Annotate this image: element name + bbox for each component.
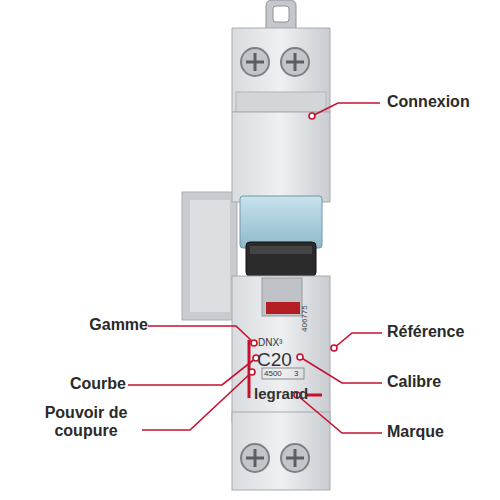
- breaker-body: [232, 112, 330, 202]
- on-indicator: [266, 302, 300, 314]
- reference-marking: 406775: [300, 282, 309, 332]
- transparent-cover: [240, 196, 322, 248]
- callout-label: Marque: [387, 423, 497, 441]
- screw: [241, 48, 269, 76]
- din-rail-face: [190, 200, 230, 312]
- class-marking: 3: [294, 369, 304, 378]
- terminal-block: [232, 412, 330, 490]
- range-marking: DNX³: [258, 337, 298, 349]
- callout-label: Gamme: [50, 316, 148, 334]
- brand-marking: legrand: [254, 385, 314, 402]
- din-rail: [182, 192, 237, 320]
- front-face: [232, 276, 330, 422]
- screw: [241, 444, 269, 472]
- terminal-slot: [236, 92, 326, 112]
- hanger-hole: [273, 6, 289, 22]
- screw: [281, 48, 309, 76]
- callout-label: Courbe: [40, 375, 126, 393]
- hanger: [266, 0, 296, 30]
- callout-label: Calibre: [387, 373, 497, 391]
- capacity-marking: 4500: [264, 369, 292, 378]
- callout-label: Pouvoir de coupure: [30, 404, 142, 441]
- toggle-highlight: [250, 246, 312, 254]
- rating-marking: C20: [257, 349, 301, 371]
- toggle: [246, 242, 316, 276]
- screw: [281, 444, 309, 472]
- callout-label: Connexion: [387, 93, 497, 111]
- callout-label: Référence: [387, 323, 497, 341]
- toggle-slot: [262, 278, 302, 316]
- leader-dots: [249, 113, 337, 398]
- leader-lines: [128, 103, 382, 433]
- terminal-block: [232, 28, 330, 112]
